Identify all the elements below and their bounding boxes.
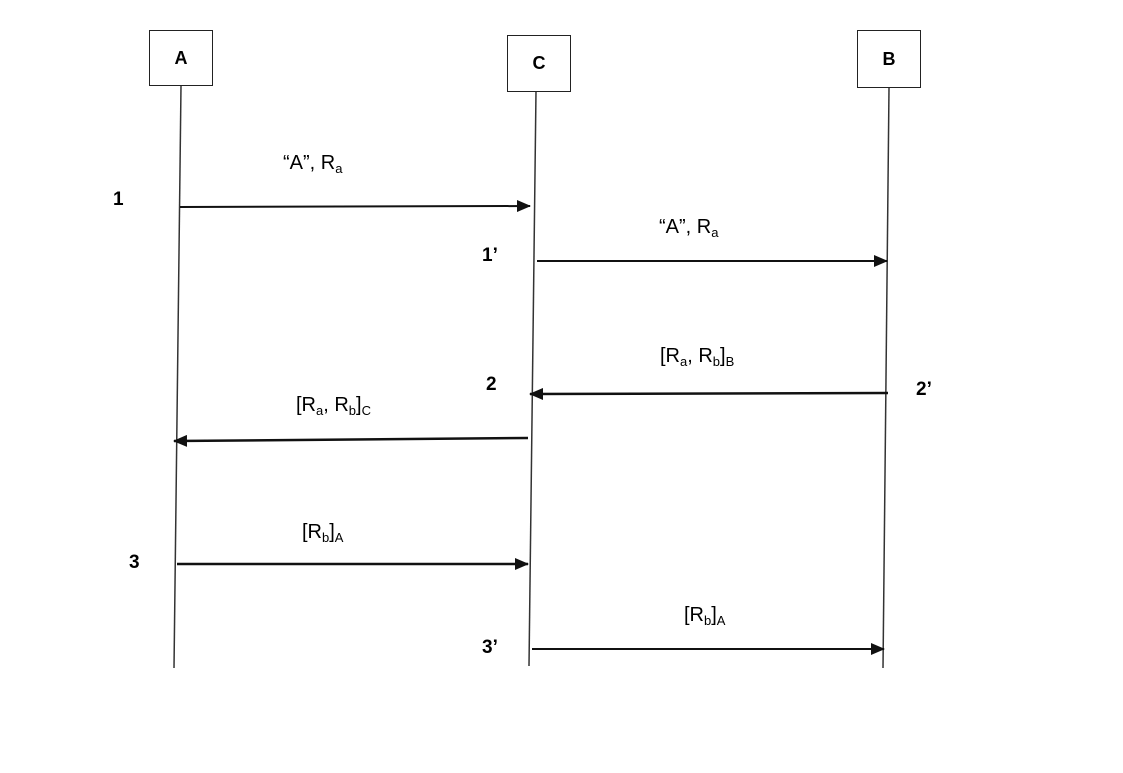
step-3-prime: 3’: [482, 637, 498, 658]
message-1-sub: a: [335, 161, 343, 176]
message-2p-label: [Ra, Rb]B: [660, 345, 734, 369]
participant-a: A: [149, 30, 213, 86]
message-3p-open: [R: [684, 604, 704, 626]
message-1-text: “A”, R: [283, 152, 336, 174]
message-2-close: ]: [356, 394, 362, 416]
lifeline-a: [173, 85, 182, 669]
message-1p-text: “A”, R: [659, 216, 712, 238]
message-2-key: C: [361, 403, 371, 418]
message-3p-close: ]: [711, 604, 717, 626]
message-3p-key: A: [716, 613, 726, 628]
message-2-mid: , R: [323, 394, 349, 416]
step-2: 2: [486, 374, 497, 395]
participant-c: C: [507, 35, 571, 92]
arrow-2p-b-to-c: [529, 387, 889, 400]
message-2-label: [Ra, Rb]C: [296, 394, 371, 418]
step-3: 3: [129, 552, 140, 573]
message-2p-close: ]: [720, 345, 726, 367]
message-3-label: [Rb]A: [302, 521, 343, 545]
step-2-prime: 2’: [916, 379, 932, 400]
message-2-open: [R: [296, 394, 316, 416]
message-2p-sub1: a: [680, 354, 688, 369]
message-2p-sub2: b: [712, 354, 721, 369]
step-1-prime: 1’: [482, 245, 498, 266]
message-1-label: “A”, Ra: [283, 152, 342, 176]
message-2p-mid: , R: [687, 345, 713, 367]
participant-b: B: [857, 30, 921, 88]
participant-b-label: B: [882, 48, 896, 69]
arrow-2-c-to-a: [173, 434, 529, 447]
message-3-key: A: [334, 530, 344, 545]
message-3-close: ]: [329, 521, 335, 543]
message-3-sub1: b: [322, 530, 330, 545]
message-1p-sub: a: [711, 225, 719, 240]
message-3p-sub1: b: [704, 613, 712, 628]
step-1: 1: [113, 189, 124, 210]
message-3p-label: [Rb]A: [684, 604, 725, 628]
message-2p-key: B: [725, 354, 735, 369]
message-2-sub2: b: [348, 403, 357, 418]
message-2-sub1: a: [316, 403, 324, 418]
lifeline-c: [528, 90, 537, 667]
participant-a-label: A: [174, 47, 188, 68]
message-1p-label: “A”, Ra: [659, 216, 718, 240]
lifeline-b: [882, 87, 890, 669]
arrow-1-a-to-c: [179, 200, 531, 213]
message-3-open: [R: [302, 521, 322, 543]
message-2p-open: [R: [660, 345, 680, 367]
participant-c-label: C: [532, 53, 546, 73]
